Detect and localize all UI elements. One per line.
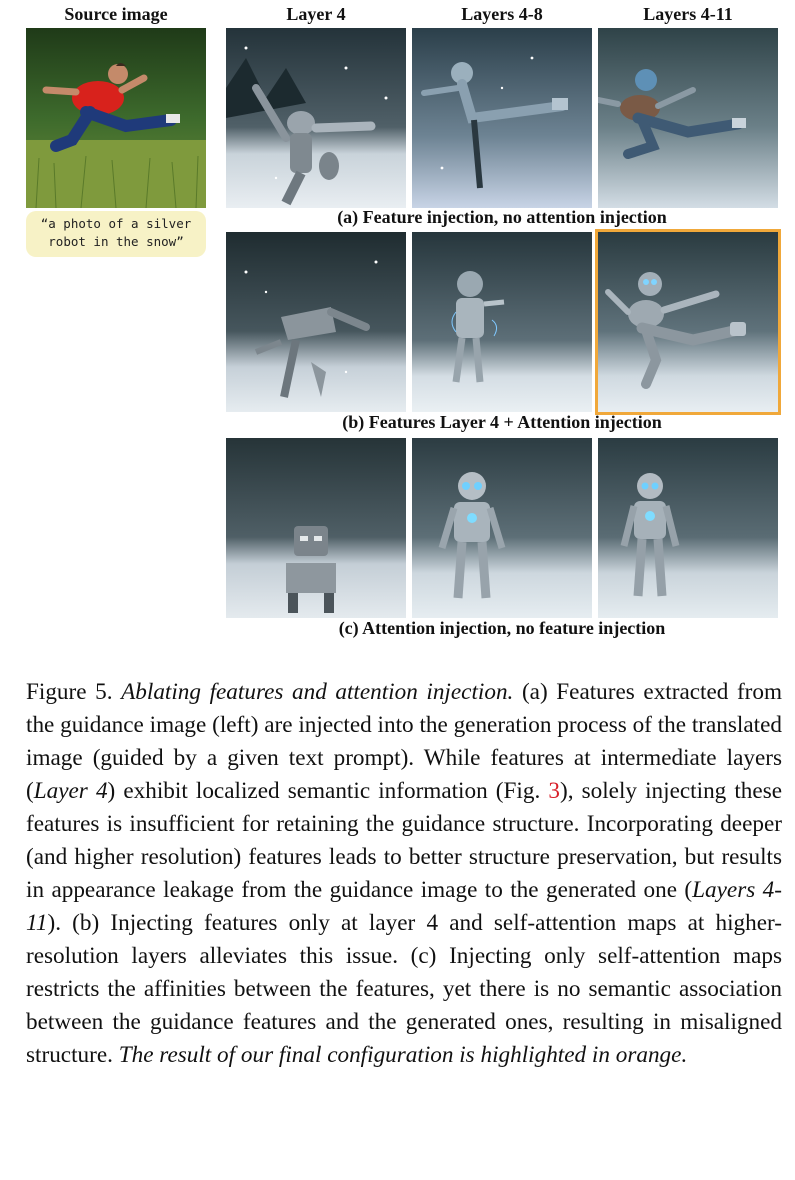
- header-layers-4-11: Layers 4-11: [643, 4, 733, 24]
- source-image: [26, 28, 206, 208]
- result-a-layers-4-8-graphic: [412, 28, 592, 208]
- result-c-layers-4-8-graphic: [412, 438, 592, 618]
- prompt-bubble: “a photo of a silver robot in the snow”: [26, 211, 206, 257]
- result-a-layer-4-graphic: [226, 28, 406, 208]
- figure-title: Ablating features and attention injectio…: [121, 679, 514, 705]
- result-b-layers-4-8: [412, 232, 592, 412]
- prompt-line-1: “a photo of a silver: [40, 216, 192, 231]
- caption-closing-italic: The result of our final configuration is…: [118, 1042, 688, 1068]
- caption-part-4: ). (b) Injecting features only at layer …: [26, 910, 782, 1068]
- result-a-layers-4-11: [598, 28, 778, 208]
- result-b-layers-4-8-graphic: [412, 232, 592, 412]
- caption-italic-layer-4: Layer 4: [33, 778, 108, 804]
- result-c-layers-4-8: [412, 438, 592, 618]
- result-a-layers-4-8: [412, 28, 592, 208]
- row-a-caption: (a) Feature injection, no attention inje…: [337, 207, 667, 227]
- row-b-caption: (b) Features Layer 4 + Attention injecti…: [342, 412, 662, 432]
- header-source-image: Source image: [64, 4, 168, 24]
- result-b-layers-4-11-graphic: [598, 232, 778, 412]
- caption-part-2: ) exhibit localized semantic information…: [107, 778, 541, 804]
- result-c-layers-4-11-graphic: [598, 438, 778, 618]
- result-b-layer-4-graphic: [226, 232, 406, 412]
- caption-italic-layers-4-11: Layers 4-11: [26, 877, 782, 936]
- header-layer-4: Layer 4: [286, 4, 346, 24]
- result-c-layer-4-graphic: [226, 438, 406, 618]
- header-layers-4-8: Layers 4-8: [461, 4, 543, 24]
- prompt-line-2: robot in the snow”: [48, 234, 184, 249]
- result-b-layer-4: [226, 232, 406, 412]
- result-b-layers-4-11-highlighted: [595, 229, 781, 415]
- caption-part-3: ), solely injecting these features is in…: [26, 778, 783, 903]
- result-c-layers-4-11: [598, 438, 778, 618]
- source-image-graphic: [26, 28, 206, 208]
- result-c-layer-4: [226, 438, 406, 618]
- figure-caption: Figure 5. Ablating features and attentio…: [26, 676, 782, 1072]
- result-a-layers-4-11-graphic: [598, 28, 778, 208]
- result-a-layer-4: [226, 28, 406, 208]
- figure-label: Figure 5.: [26, 679, 113, 705]
- row-c-caption: (c) Attention injection, no feature inje…: [338, 618, 666, 638]
- figure-reference-link[interactable]: 3: [548, 778, 560, 804]
- caption-part-1: (a) Features extracted from the guidance…: [26, 679, 783, 804]
